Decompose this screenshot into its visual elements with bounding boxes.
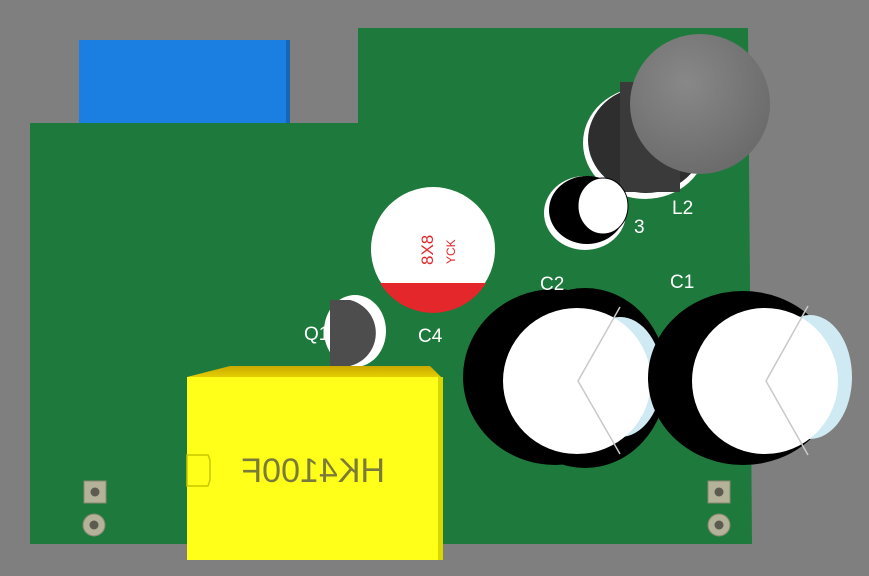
transistor-q1	[324, 295, 386, 367]
c2-designator: C2	[540, 274, 564, 295]
l2-designator: L2	[672, 198, 693, 219]
capacitor-c3	[544, 176, 629, 250]
c2-vent-mark	[577, 306, 621, 455]
pad-square-right	[707, 480, 731, 504]
connector-block	[79, 40, 290, 123]
relay-notch	[186, 454, 211, 487]
capacitor-c1	[648, 291, 852, 465]
c4-size-marking: 8X8	[418, 235, 437, 265]
relay-hk4100f	[186, 366, 443, 560]
c4-brand-marking: YCK	[444, 239, 458, 264]
pad-round-right	[707, 513, 731, 537]
c1-vent-mark	[765, 305, 809, 456]
inductor-l2	[583, 34, 770, 199]
pad-round-left	[82, 513, 106, 537]
capacitor-c4	[371, 187, 495, 313]
c4-polarity-stripe	[380, 283, 486, 313]
c1-designator: C1	[670, 272, 694, 293]
capacitor-c2	[463, 288, 667, 468]
pad-square-left	[83, 480, 107, 504]
q1-designator: Q1	[304, 324, 329, 345]
relay-marking: HK4100F	[241, 452, 385, 490]
c3-designator: 3	[634, 217, 645, 238]
c4-designator: C4	[418, 326, 443, 347]
